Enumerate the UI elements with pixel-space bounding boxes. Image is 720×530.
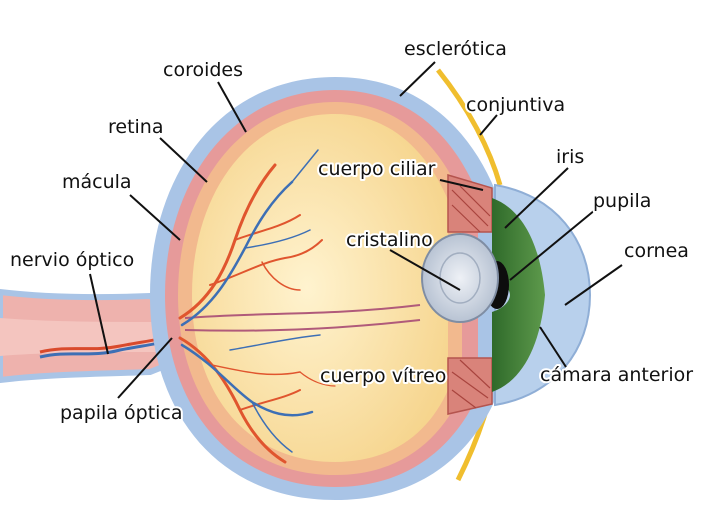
label-coroides: coroides (163, 59, 243, 81)
label-papila-optica: papila óptica (60, 402, 183, 424)
label-esclerotica: esclerótica (404, 38, 507, 60)
leader-lines (89, 61, 623, 399)
optic-nerve-inner (0, 318, 165, 356)
retinal-vessels (178, 149, 336, 464)
label-cristalino: cristalino (346, 229, 433, 251)
hyaloid-line-top (184, 304, 421, 319)
label-macula: mácula (62, 171, 132, 193)
label-pupila: pupila (593, 190, 651, 212)
ciliary-fibers (451, 185, 491, 409)
iris (492, 198, 545, 392)
vitreous-body (192, 114, 448, 462)
label-camara-anterior: cámara anterior (540, 364, 693, 386)
label-conjuntiva: conjuntiva (466, 94, 565, 116)
labels: esclerótica coroides conjuntiva retina i… (8, 36, 695, 426)
label-cuerpo-ciliar: cuerpo ciliar (318, 158, 436, 180)
label-iris: iris (556, 146, 584, 168)
label-cornea: cornea (624, 240, 689, 262)
lens (421, 233, 499, 323)
label-cuerpo-vitreo: cuerpo vítreo (320, 365, 446, 387)
hyaloid-line-bottom (184, 319, 421, 332)
label-retina: retina (108, 116, 164, 138)
label-nervio-optico: nervio óptico (10, 249, 134, 271)
